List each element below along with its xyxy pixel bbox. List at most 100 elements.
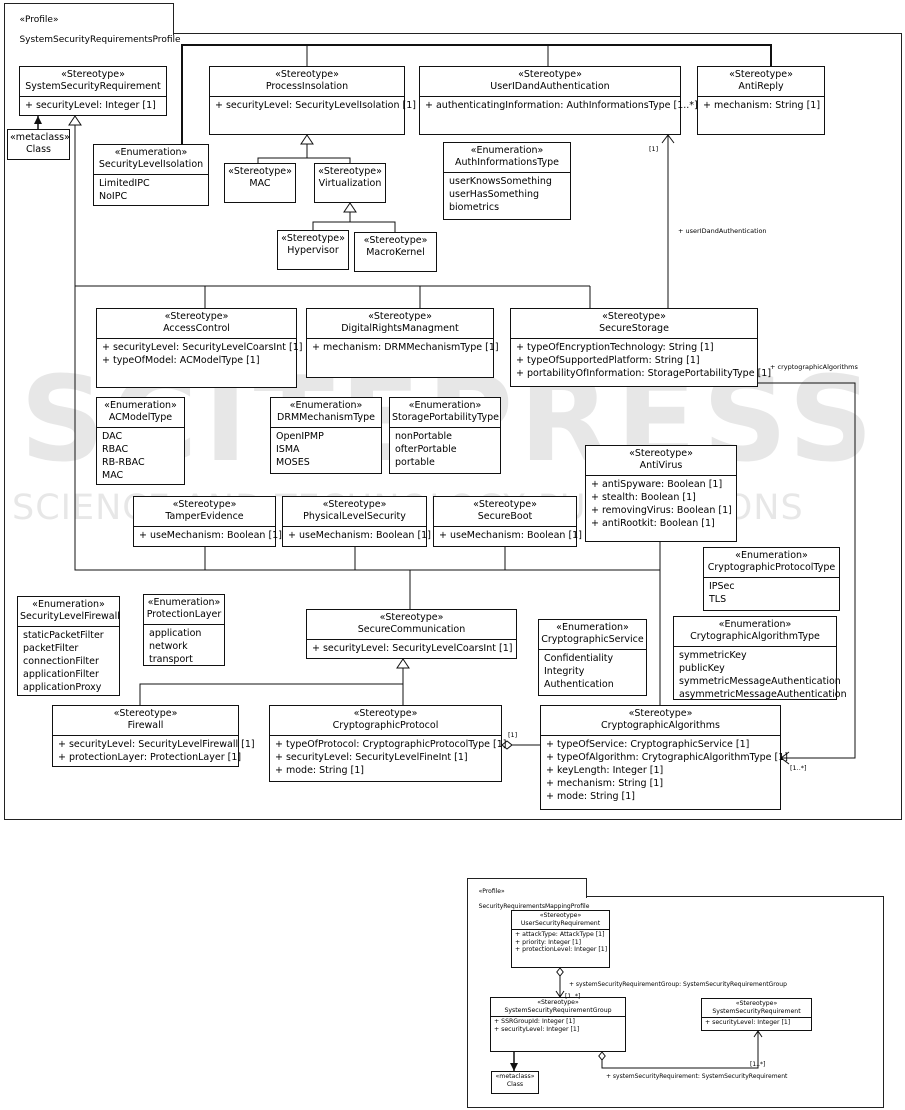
attribute-row: application (149, 628, 202, 639)
attribute-row: + keyLength: Integer [1] (546, 765, 664, 776)
class-name: UserIDandAuthentication (490, 81, 610, 92)
class-header: «metaclass»Class (8, 130, 70, 159)
class-header: «Enumeration»DRMMechanismType (271, 398, 381, 428)
attribute-row: + stealth: Boolean [1] (591, 492, 696, 503)
class-header: «Enumeration»StoragePortabilityType (390, 398, 500, 428)
class-attributes: + securityLevel: SecurityLevelCoarsInt [… (97, 339, 302, 369)
class-header: «Stereotype»SystemSecurityRequirement (702, 999, 811, 1018)
class-attributes: + useMechanism: Boolean [1] (134, 527, 282, 544)
class-box-ait: «Enumeration»AuthInformationsType userKno… (443, 142, 571, 220)
label-ca-mult: [1..*] (790, 764, 807, 772)
class-header: «Stereotype»UserIDandAuthentication (420, 67, 680, 97)
class-header: «Enumeration»AuthInformationsType (444, 143, 570, 173)
aggregation-ssrg-ssr (598, 1051, 606, 1061)
class-header: «Stereotype»Firewall (53, 706, 238, 736)
label-cp-ca-mult: [1] (508, 731, 518, 739)
stereotype-label: «Stereotype» (363, 235, 428, 246)
class-attributes: + attackType: AttackType [1]+ priority: … (512, 930, 609, 955)
class-header: «Stereotype»SecureBoot (434, 497, 576, 527)
class-box-pi: «Stereotype»ProcessInsolation+ securityL… (209, 66, 416, 135)
class-name: StoragePortabilityType (392, 412, 499, 423)
gen-pi-arrow (300, 134, 314, 145)
attribute-row: Integrity (544, 666, 585, 677)
class-header: «Stereotype»SystemSecurityRequirementGro… (491, 998, 625, 1017)
class-header: «Stereotype»SystemSecurityRequirement (20, 67, 166, 97)
attribute-row: + securityLevel: Integer [1] (705, 1019, 791, 1026)
attribute-row: + mode: String [1] (546, 791, 635, 802)
class-header: «Enumeration»ProtectionLayer (144, 595, 224, 625)
attribute-row: ofterPortable (395, 444, 457, 455)
class-box-pls: «Stereotype»PhysicalLevelSecurity+ useMe… (282, 496, 431, 547)
class-box-ss: «Stereotype»SecureStorage+ typeOfEncrypt… (510, 308, 772, 387)
attribute-row: + mode: String [1] (275, 765, 364, 776)
attribute-row: RB-RBAC (102, 457, 145, 468)
stereotype-label: «Enumeration» (147, 597, 221, 608)
attribute-row: + mechanism: DRMMechanismType [1] (312, 342, 499, 353)
attribute-row: + securityLevel: Integer [1] (25, 100, 156, 111)
attribute-row: + protectionLayer: ProtectionLayer [1] (58, 752, 242, 763)
class-header: «Stereotype»MacroKernel (355, 233, 436, 262)
stereotype-label: «Stereotype» (322, 499, 387, 510)
class-name: CryptographicService (541, 634, 644, 645)
class-attributes: + useMechanism: Boolean [1] (434, 527, 582, 544)
class-name: SecurityLevelIsolation (98, 159, 204, 170)
gen-hyp (312, 203, 351, 230)
stereotype-label: «Stereotype» (602, 311, 666, 322)
attribute-row: + useMechanism: Boolean [1] (288, 530, 431, 541)
class-name: UserSecurityRequirement (520, 919, 601, 927)
class-attributes: + SSRGroupId: Integer [1]+ securityLevel… (491, 1017, 625, 1034)
class-attributes: + typeOfProtocol: CryptographicProtocolT… (270, 736, 507, 779)
class-box-fw: «Stereotype»Firewall+ securityLevel: Sec… (52, 705, 255, 767)
class-name: SecureCommunication (357, 624, 466, 635)
class-header: «Stereotype»ProcessInsolation (210, 67, 404, 97)
class-name: AccessControl (163, 323, 230, 334)
attribute-row: staticPacketFilter (23, 630, 104, 641)
attribute-row: + SSRGroupId: Integer [1] (494, 1018, 575, 1025)
stereotype-label: «Stereotype» (172, 499, 237, 510)
attribute-row: MOSES (276, 457, 310, 468)
class-name: SystemSecurityRequirement (712, 1007, 801, 1015)
class-box-mac: «Stereotype»MAC (224, 163, 296, 203)
attribute-row: + typeOfAlgorithm: CrytographicAlgorithm… (546, 752, 788, 763)
class-name: Virtualization (318, 178, 382, 189)
attribute-row: ISMA (276, 444, 300, 455)
class-attributes: + securityLevel: SecurityLevelIsolation … (210, 97, 416, 114)
stereotype-label: «Stereotype» (729, 69, 793, 80)
class-box-macro: «Stereotype»MacroKernel (354, 232, 437, 272)
class-box-ca: «Stereotype»CryptographicAlgorithms+ typ… (540, 705, 788, 810)
attribute-row: userHasSomething (449, 189, 540, 200)
class-name: AuthInformationsType (454, 157, 560, 168)
stereotype-label: «Stereotype» (368, 311, 432, 322)
class-box-sb: «Stereotype»SecureBoot+ useMechanism: Bo… (433, 496, 582, 547)
class-attributes: + antiSpyware: Boolean [1] + stealth: Boo… (586, 476, 736, 532)
class-box-ssr: «Stereotype»SystemSecurityRequirement + s… (19, 66, 167, 116)
profile-frame-main (4, 33, 902, 820)
attribute-row: userKnowsSomething (449, 176, 552, 187)
class-name: AntiReply (738, 81, 784, 92)
attribute-row: + portabilityOfInformation: StoragePorta… (516, 368, 772, 379)
attribute-row: + mechanism: String [1] (546, 778, 664, 789)
class-header: «Stereotype»AntiReply (698, 67, 824, 97)
attribute-row: + attackType: AttackType [1] (515, 931, 605, 938)
stereotype-label: «Stereotype» (318, 166, 382, 177)
class-header: «Stereotype»CryptographicProtocol (270, 706, 501, 736)
stereotype-label: «Enumeration» (408, 400, 482, 411)
class-name: TamperEvidence (165, 511, 244, 522)
class-header: «Stereotype»AntiVirus (586, 446, 736, 476)
class-box-cp: «Stereotype»CryptographicProtocol+ typeO… (269, 705, 507, 782)
attribute-row: biometrics (449, 202, 500, 213)
profile-tab-mapping: «Profile» SecurityRequirementsMappingPro… (467, 878, 589, 910)
attribute-row: + useMechanism: Boolean [1] (139, 530, 282, 541)
stereotype-label: «Enumeration» (289, 400, 363, 411)
stereotype-label: «Stereotype» (281, 233, 345, 244)
class-name: CryptographicProtocol (332, 720, 439, 731)
class-attributes: + typeOfEncryptionTechnology: String [1]… (511, 339, 772, 382)
stereotype-label: «Stereotype» (735, 1000, 778, 1007)
attribute-row: + antiSpyware: Boolean [1] (591, 479, 723, 490)
stereotype-label: «Stereotype» (539, 912, 582, 919)
class-name: MacroKernel (366, 247, 425, 258)
class-header: «Enumeration»CryptographicService (539, 620, 646, 650)
attribute-row: symmetricMessageAuthentication (679, 676, 841, 687)
